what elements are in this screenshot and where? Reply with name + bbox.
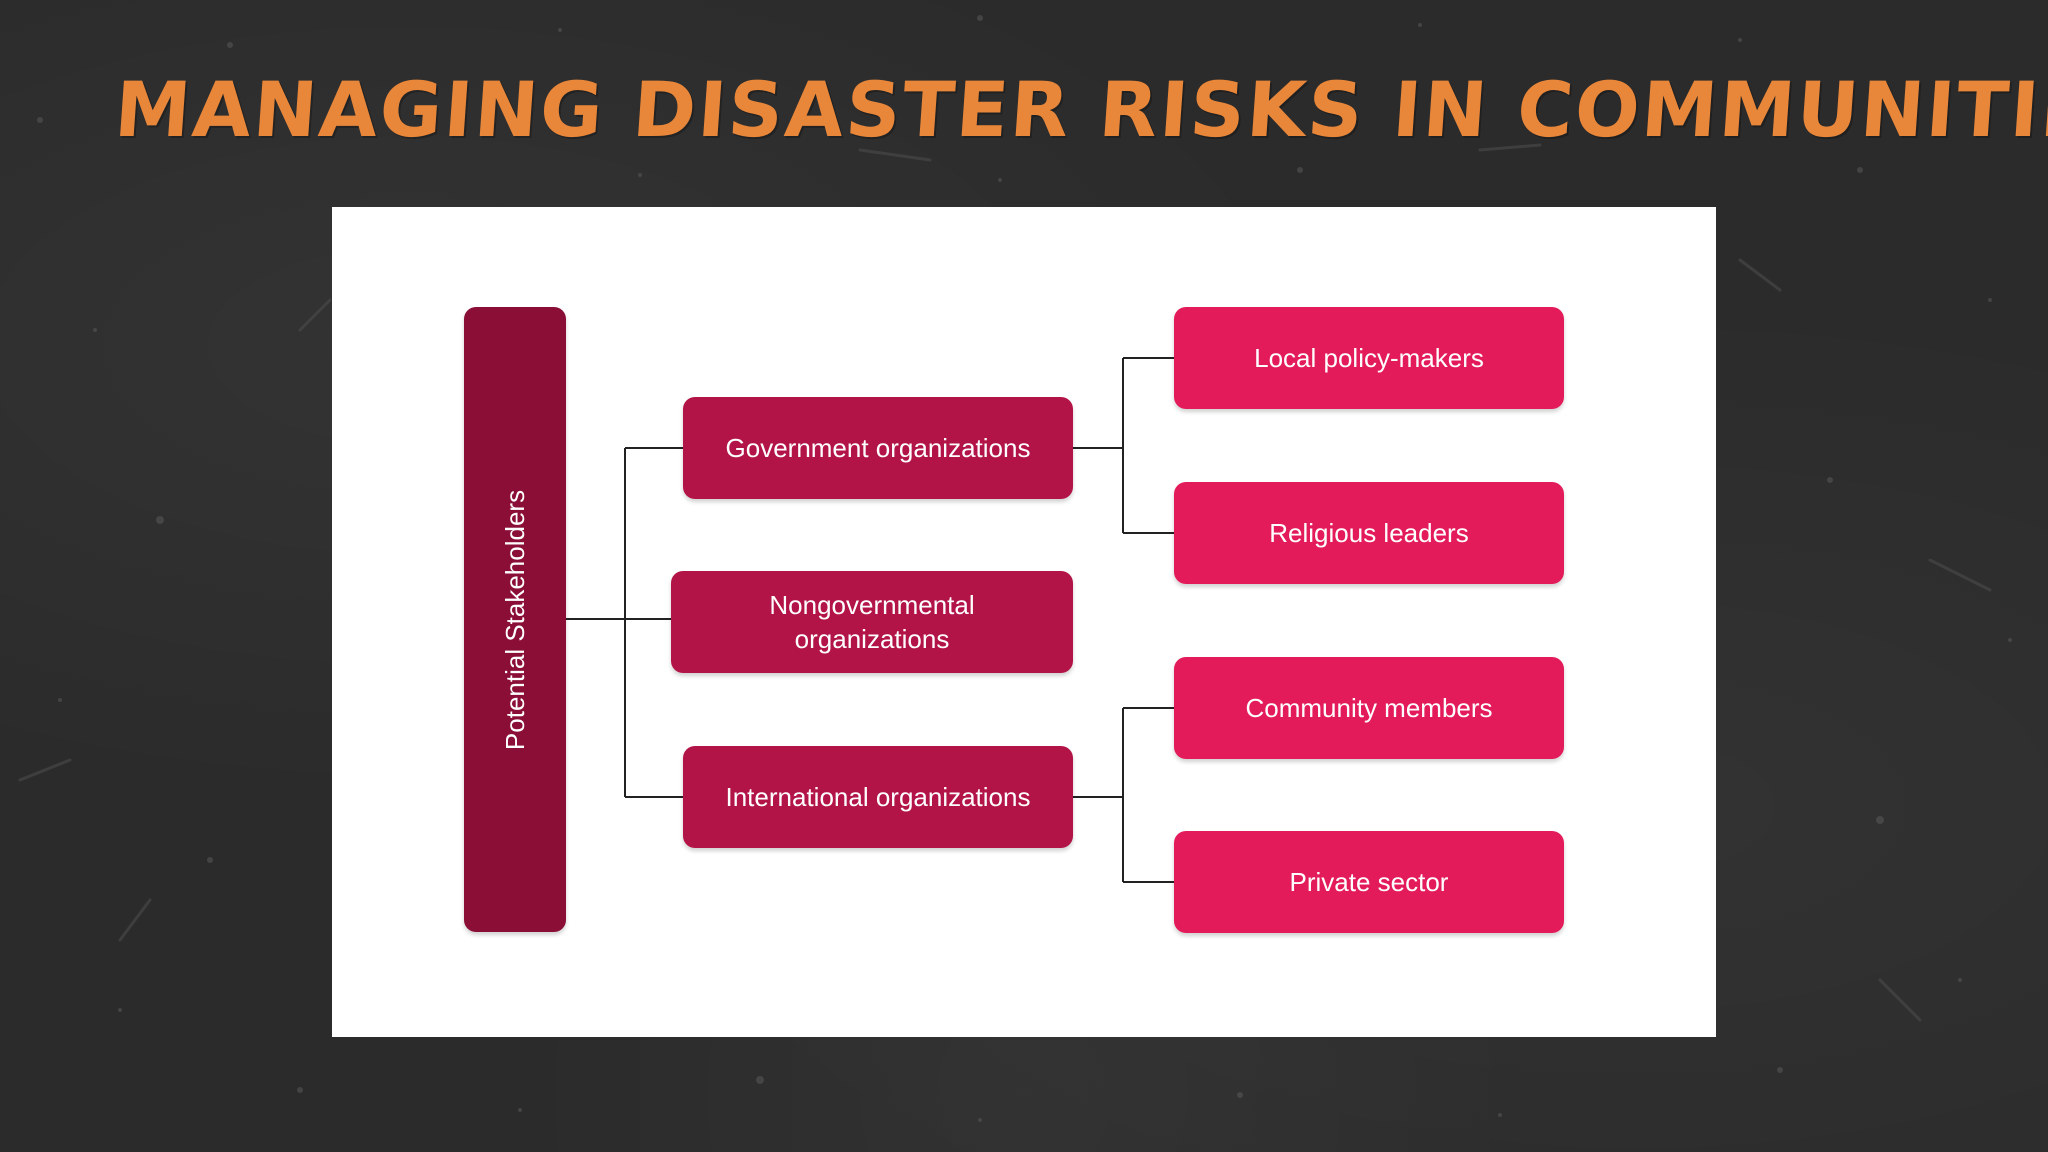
connector-lines bbox=[566, 357, 1174, 883]
category-node-label: Nongovernmental organizations bbox=[731, 588, 1013, 656]
root-node-potential-stakeholders: Potential Stakeholders bbox=[464, 307, 566, 932]
slide-title: MANAGING DISASTER RISKS IN COMMUNITIES bbox=[111, 65, 2048, 154]
category-node-international: International organizations bbox=[683, 746, 1073, 848]
category-node-nongovernmental: Nongovernmental organizations bbox=[671, 571, 1073, 673]
leaf-node-label: Local policy-makers bbox=[1254, 343, 1484, 373]
category-node-label: Government organizations bbox=[725, 431, 1031, 465]
leaf-node-label: Private sector bbox=[1289, 867, 1449, 897]
diagram-card: Potential Stakeholders Government organi… bbox=[332, 207, 1716, 1037]
leaf-node-community-members: Community members bbox=[1174, 657, 1564, 759]
leaf-node-label: Religious leaders bbox=[1269, 518, 1469, 548]
leaf-node-private-sector: Private sector bbox=[1174, 831, 1564, 933]
leaf-node-label: Community members bbox=[1245, 693, 1493, 723]
category-node-label: International organizations bbox=[725, 780, 1031, 814]
root-node-label: Potential Stakeholders bbox=[500, 489, 531, 750]
category-node-government: Government organizations bbox=[683, 397, 1073, 499]
leaf-node-religious-leaders: Religious leaders bbox=[1174, 482, 1564, 584]
leaf-node-local-policy-makers: Local policy-makers bbox=[1174, 307, 1564, 409]
